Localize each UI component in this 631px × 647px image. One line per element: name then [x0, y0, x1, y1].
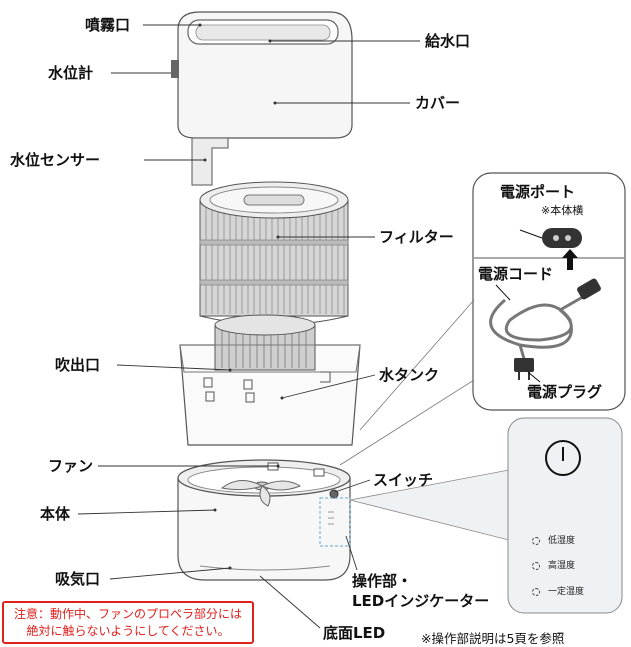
led-dot-icon — [532, 536, 540, 545]
label-power-plug: 電源プラグ — [527, 383, 603, 401]
indicator-constant-humidity: 一定湿度 — [532, 584, 584, 597]
indicator-high-humidity: 高湿度 — [532, 558, 575, 571]
label-switch: スイッチ — [373, 471, 434, 489]
power-inset — [339, 172, 626, 466]
label-body: 本体 — [40, 505, 71, 523]
cover-illustration — [171, 11, 353, 186]
label-water-inlet: 給水口 — [425, 32, 471, 50]
warning-line-2: 絶対に触らないようにしてください。 — [26, 624, 230, 638]
filter-illustration — [199, 181, 349, 326]
reference-note: ※操作部説明は5頁を参照 — [421, 631, 565, 646]
label-cover: カバー — [415, 94, 461, 112]
label-control-panel-2: LEDインジケーター — [352, 592, 490, 610]
label-water-sensor: 水位センサー — [10, 151, 101, 169]
label-filter: フィルター — [379, 228, 454, 246]
main-body-illustration — [177, 459, 351, 581]
label-power-cord: 電源コード — [478, 265, 554, 283]
label-water-tank: 水タンク — [379, 366, 440, 384]
warning-line-1: 注意：動作中、ファンのプロペラ部分には — [13, 607, 242, 621]
label-air-outlet: 吹出口 — [55, 356, 101, 374]
label-power-port-note: ※本体横 — [541, 204, 584, 217]
label-fan: ファン — [48, 457, 94, 475]
label-control-panel-1: 操作部・ — [352, 572, 413, 590]
label-air-intake: 吸気口 — [55, 570, 101, 588]
led-dot-icon — [532, 561, 540, 570]
indicator-low-humidity: 低湿度 — [532, 533, 575, 546]
label-bottom-led: 底面LED — [323, 624, 386, 642]
led-dot-icon — [532, 587, 540, 596]
warning-box: 注意：動作中、ファンのプロペラ部分には 絶対に触らないようにしてください。 — [2, 601, 254, 644]
leader-lines — [77, 24, 420, 629]
label-power-port: 電源ポート — [500, 183, 576, 201]
water-tank-illustration — [179, 314, 361, 446]
label-spray-outlet: 噴霧口 — [85, 16, 131, 34]
label-water-gauge: 水位計 — [48, 64, 94, 82]
